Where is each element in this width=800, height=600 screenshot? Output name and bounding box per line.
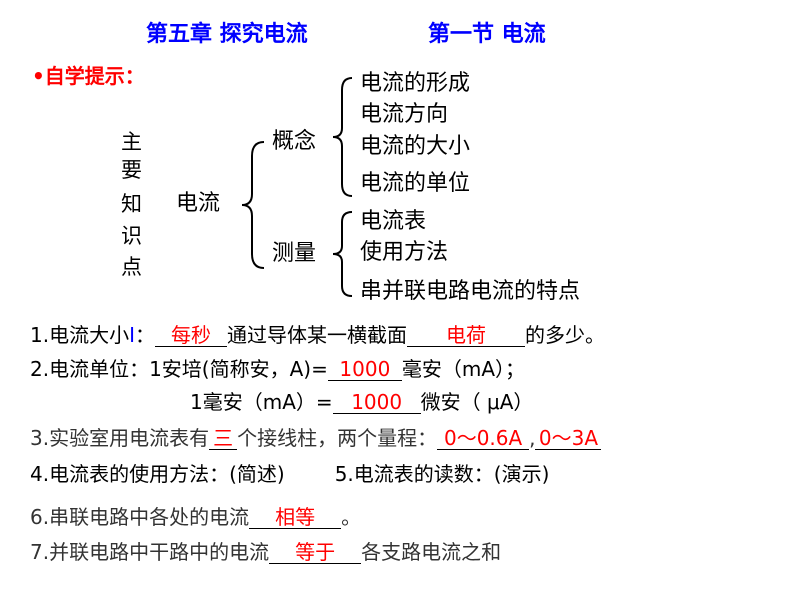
answer-blank: 每秒 xyxy=(155,324,227,347)
concept-brace xyxy=(332,77,353,197)
vertical-label-char: 识 xyxy=(121,224,142,248)
answer-blank: 1000 xyxy=(327,358,402,381)
answer-blank: 0～0.6A xyxy=(437,427,530,450)
concept-item: 电流方向 xyxy=(360,102,449,127)
answer-blank: 电荷 xyxy=(407,324,525,347)
line-1: 1.电流大小I：每秒通过导体某一横截面电荷的多少。 xyxy=(30,323,605,347)
self-study-hint: •自学提示： xyxy=(32,64,145,88)
measure-node: 测量 xyxy=(272,241,317,266)
line-4: 3.实验室用电流表有三个接线柱，两个量程：0～0.6A,0～3A xyxy=(30,424,602,452)
vertical-label-char: 主 xyxy=(121,130,142,154)
concept-item: 电流的单位 xyxy=(360,171,471,196)
line-7: 7.并联电路中干路中的电流等于各支路电流之和 xyxy=(30,540,502,564)
chapter-title: 第五章 探究电流 xyxy=(146,22,308,47)
concept-item: 电流的大小 xyxy=(360,134,471,159)
answer-blank: 0～3A xyxy=(535,427,602,450)
answer-blank: 等于 xyxy=(269,541,362,564)
section-title: 第一节 电流 xyxy=(428,22,546,47)
current-symbol: I xyxy=(129,323,135,347)
vertical-label-char: 点 xyxy=(121,255,142,279)
vertical-label-char: 知 xyxy=(121,192,142,216)
measure-item: 电流表 xyxy=(360,209,427,234)
measure-brace xyxy=(332,211,353,297)
measure-item: 串并联电路电流的特点 xyxy=(360,279,581,304)
line-5: 4.电流表的使用方法：(简述)5.电流表的读数：(演示) xyxy=(30,462,550,486)
concept-item: 电流的形成 xyxy=(360,71,471,96)
answer-blank: 相等 xyxy=(249,506,342,529)
root-node: 电流 xyxy=(176,191,221,216)
concept-node: 概念 xyxy=(272,129,317,154)
line-6: 6.串联电路中各处的电流相等。 xyxy=(30,505,362,529)
measure-item: 使用方法 xyxy=(360,240,449,265)
answer-blank: 1000 xyxy=(332,391,421,414)
vertical-label-char: 要 xyxy=(121,158,142,182)
answer-blank: 三 xyxy=(209,427,238,450)
root-brace xyxy=(241,141,265,269)
